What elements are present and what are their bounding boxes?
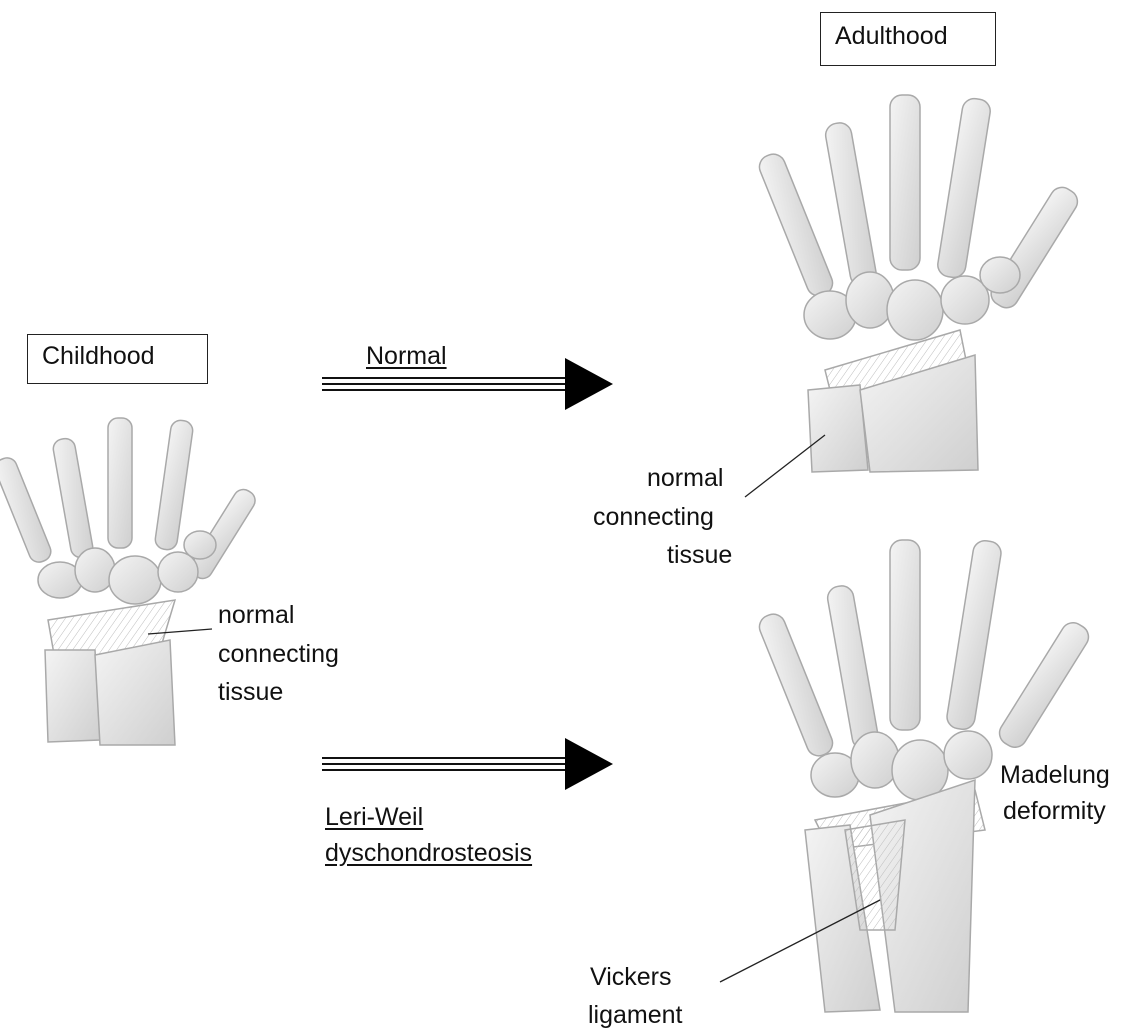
normal-path-label: Normal <box>366 341 447 371</box>
leri-weil-label-line1: Leri-Weil <box>325 802 423 832</box>
child-tissue-label-line1: normal <box>218 600 294 630</box>
adult-tissue-label-line1: normal <box>647 463 723 493</box>
adult-normal-hand-illustration <box>756 95 1082 472</box>
leri-weil-label-line2: dyschondrosteosis <box>325 838 532 868</box>
adult-tissue-label-line2: connecting <box>593 502 714 532</box>
madelung-label-line2: deformity <box>1003 796 1106 826</box>
adulthood-label: Adulthood <box>820 12 996 66</box>
adult-tissue-label-line3: tissue <box>667 540 732 570</box>
childhood-text: Childhood <box>42 342 155 370</box>
vickers-label-line2: ligament <box>588 1000 683 1030</box>
leri-weil-arrow <box>322 738 613 790</box>
vickers-label-line1: Vickers <box>590 962 672 992</box>
madelung-label-line1: Madelung <box>1000 760 1110 790</box>
child-tissue-label-line3: tissue <box>218 677 283 707</box>
child-tissue-label-line2: connecting <box>218 639 339 669</box>
adulthood-text: Adulthood <box>835 22 948 50</box>
childhood-label: Childhood <box>27 334 208 384</box>
